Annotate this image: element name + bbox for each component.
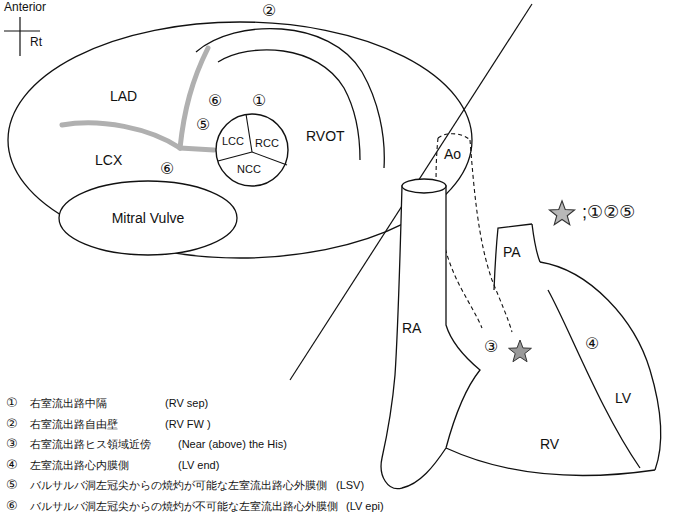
legend-abbrev: (LV epi) — [346, 500, 384, 513]
cusp-line — [218, 152, 252, 161]
legend-text: 右室流出路自由壁 — [30, 418, 118, 431]
node-label: NCC — [237, 163, 261, 176]
legend-abbrev: (LV end) — [178, 459, 219, 472]
heart-outline — [446, 224, 661, 476]
legend-number: ③ — [6, 437, 18, 452]
divider-line — [290, 4, 532, 380]
callout-number: ① — [252, 92, 266, 110]
aortic-root-outline — [215, 113, 289, 187]
structure-label: RV — [540, 436, 559, 452]
cusp-line — [246, 114, 252, 152]
legend-abbrev: (RV sep) — [165, 397, 208, 410]
star-note: ;①②⑤ — [582, 202, 635, 223]
legend-abbrev: (LSV) — [336, 479, 364, 492]
callout-number: ③ — [484, 338, 498, 356]
legend-abbrev: (Near (above) the His) — [178, 438, 287, 451]
atrium-outline — [381, 186, 480, 489]
callout-number: ⑤ — [196, 116, 210, 134]
mitral-valve: Mitral Vulve — [58, 180, 238, 256]
target-star — [509, 340, 532, 362]
node-label: RA — [402, 320, 421, 336]
callout-number: ⑥ — [208, 92, 222, 110]
legend-number: ② — [6, 417, 18, 432]
callout-number: ② — [262, 2, 276, 20]
legend-text: バルサルバ洞左冠尖からの焼灼が不可能な左室流出路心外膜側 — [30, 500, 338, 513]
legend-number: ⑥ — [6, 499, 18, 514]
structure-label: Ao — [444, 146, 461, 162]
axis-label: Rt — [30, 36, 42, 50]
node-label: LCC — [222, 135, 244, 148]
aortic-root: LCC RCC NCC — [215, 113, 289, 187]
valve-circle — [216, 114, 288, 186]
legend-number: ① — [6, 396, 18, 411]
star-symbol — [549, 201, 574, 225]
legend-number: ④ — [6, 458, 18, 473]
axis-label: Anterior — [4, 1, 46, 15]
structure-label: PA — [503, 244, 521, 260]
structure-label: RVOT — [306, 128, 345, 144]
legend-text: 右室流出路ヒス領域近傍 — [30, 438, 151, 451]
right-atrium-outline — [356, 176, 486, 506]
node-label: Mitral Vulve — [112, 210, 185, 226]
legend-number: ⑤ — [6, 478, 18, 493]
right-atrium: RA — [356, 176, 486, 506]
structure-label: LV — [615, 390, 631, 406]
legend-abbrev: (RV FW ) — [165, 418, 211, 431]
callout-number: ④ — [585, 335, 599, 353]
aorta-outline — [436, 134, 512, 332]
valve-ellipse — [59, 181, 237, 255]
node-label: RCC — [255, 137, 279, 150]
legend-text: 左室流出路心内膜側 — [30, 459, 129, 472]
vessel-label: LCX — [95, 152, 122, 168]
callout-number: ⑥ — [160, 160, 174, 178]
legend-text: 右室流出路中隔 — [30, 397, 107, 410]
legend-text: バルサルバ洞左冠尖からの焼灼が可能な左室流出路心外膜側 — [30, 479, 327, 492]
vena-cava-opening — [402, 179, 446, 193]
vessel-label: LAD — [110, 88, 137, 104]
coronary-artery — [62, 48, 214, 150]
